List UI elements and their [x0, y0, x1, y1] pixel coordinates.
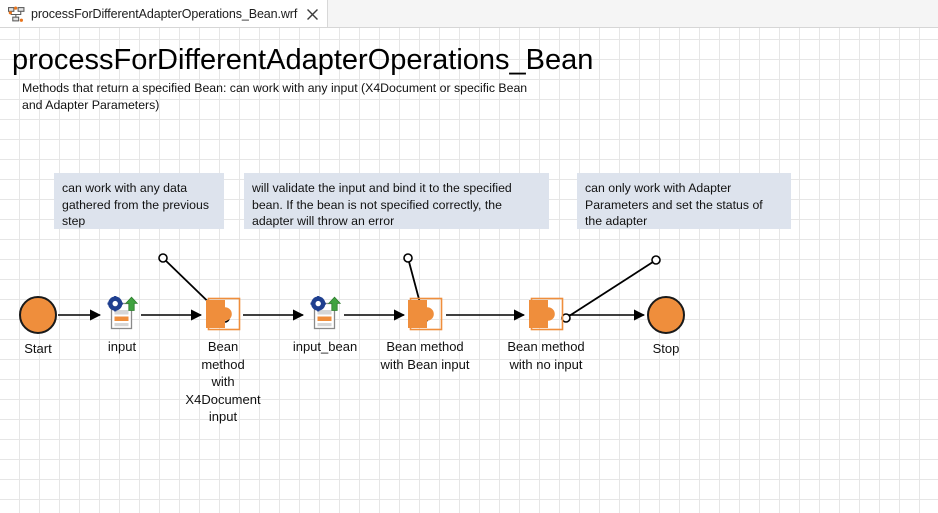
link-handle-previous-step-top[interactable] — [158, 253, 168, 263]
node-input-label: input — [107, 339, 137, 354]
node-input-bean-label: input_bean — [292, 339, 358, 354]
diagram-description: Methods that return a specified Bean: ca… — [22, 81, 528, 112]
stop-circle-icon — [647, 296, 685, 334]
link-handle-adapter-params-top[interactable] — [651, 255, 661, 265]
comment-previous-step[interactable]: can work with any data gathered from the… — [54, 173, 224, 229]
workflow-diagram-icon — [8, 6, 25, 22]
node-input-bean[interactable]: input_bean — [293, 296, 357, 356]
node-bean-bean-input[interactable]: Bean method with Bean input — [368, 296, 482, 373]
editor-tab-bar: processForDifferentAdapterOperations_Bea… — [0, 0, 938, 28]
puzzle-piece-icon — [206, 297, 241, 331]
comment-adapter-parameters[interactable]: can only work with Adapter Parameters an… — [577, 173, 791, 229]
node-stop-label: Stop — [652, 341, 680, 356]
puzzle-piece-icon — [529, 297, 564, 331]
node-start-label: Start — [24, 341, 52, 356]
node-bean-bean-input-label: Bean method with Bean input — [380, 339, 470, 372]
node-input[interactable]: input — [103, 296, 141, 356]
document-gear-upload-icon — [310, 296, 342, 330]
node-bean-x4document[interactable]: Bean method with X4Document input — [185, 296, 261, 426]
diagram-title: processForDifferentAdapterOperations_Bea… — [12, 44, 594, 76]
node-stop[interactable]: Stop — [646, 296, 686, 358]
node-start[interactable]: Start — [18, 296, 58, 358]
puzzle-piece-icon — [408, 297, 443, 331]
editor-tab-processForDifferentAdapterOperations_Bean[interactable]: processForDifferentAdapterOperations_Bea… — [0, 0, 329, 28]
node-bean-no-input[interactable]: Bean method with no input — [490, 296, 602, 373]
document-gear-upload-icon — [107, 296, 139, 330]
start-circle-icon — [19, 296, 57, 334]
diagram-canvas[interactable]: processForDifferentAdapterOperations_Bea… — [0, 28, 938, 513]
node-bean-no-input-label: Bean method with no input — [507, 339, 585, 372]
close-icon[interactable] — [306, 8, 319, 21]
node-bean-x4document-label: Bean method with X4Document input — [185, 339, 261, 424]
editor-tab-label: processForDifferentAdapterOperations_Bea… — [31, 7, 298, 21]
comment-validate-bind[interactable]: will validate the input and bind it to t… — [244, 173, 549, 229]
link-handle-validate-bind-top[interactable] — [403, 253, 413, 263]
